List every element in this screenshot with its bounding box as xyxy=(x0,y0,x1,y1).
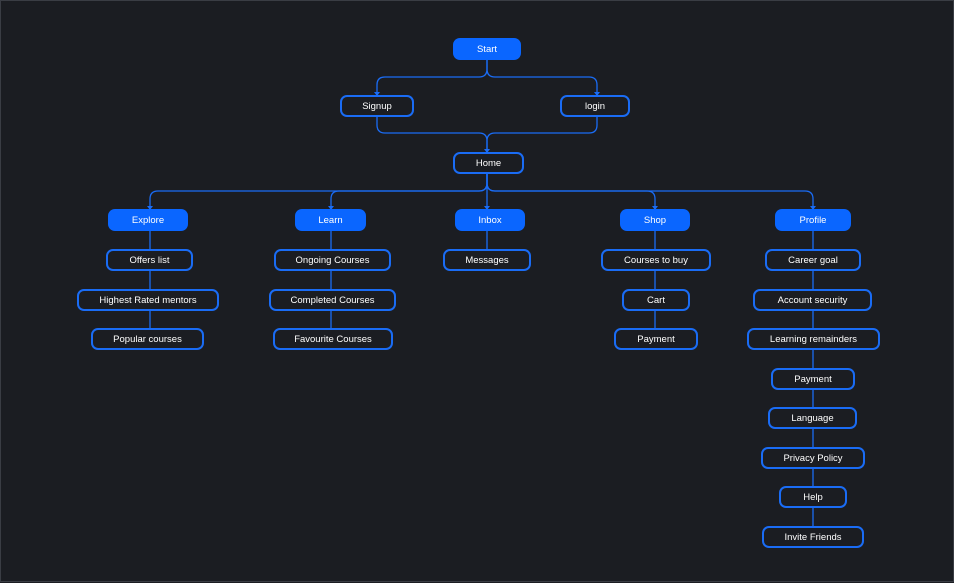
connector-home-learn xyxy=(330,174,488,209)
node-shop-payment[interactable]: Payment xyxy=(614,328,698,350)
node-privacy-policy[interactable]: Privacy Policy xyxy=(761,447,865,469)
node-learning-remainders[interactable]: Learning remainders xyxy=(747,328,880,350)
node-profile-payment[interactable]: Payment xyxy=(771,368,855,390)
node-learn[interactable]: Learn xyxy=(295,209,366,231)
node-offers-list[interactable]: Offers list xyxy=(106,249,193,271)
arrowhead-home xyxy=(484,149,490,153)
connector-login-home xyxy=(486,117,598,152)
node-start[interactable]: Start xyxy=(453,38,521,60)
node-language[interactable]: Language xyxy=(768,407,857,429)
arrowhead-explore xyxy=(147,206,153,210)
arrowhead-signup xyxy=(374,92,380,96)
arrowhead-login xyxy=(594,92,600,96)
node-inbox[interactable]: Inbox xyxy=(455,209,525,231)
node-signup[interactable]: Signup xyxy=(340,95,414,117)
node-courses-to-buy[interactable]: Courses to buy xyxy=(601,249,711,271)
node-highest-rated-mentors[interactable]: Highest Rated mentors xyxy=(77,289,219,311)
connector-signup-home xyxy=(376,117,488,152)
node-invite-friends[interactable]: Invite Friends xyxy=(762,526,864,548)
node-messages[interactable]: Messages xyxy=(443,249,531,271)
arrowhead-profile xyxy=(810,206,816,210)
arrowhead-learn xyxy=(328,206,334,210)
node-explore[interactable]: Explore xyxy=(108,209,188,231)
node-completed-courses[interactable]: Completed Courses xyxy=(269,289,396,311)
connector-home-profile xyxy=(486,174,814,209)
node-favourite-courses[interactable]: Favourite Courses xyxy=(273,328,393,350)
node-popular-courses[interactable]: Popular courses xyxy=(91,328,204,350)
connector-start-login xyxy=(486,59,598,95)
connector-start-signup xyxy=(376,59,488,95)
node-account-security[interactable]: Account security xyxy=(753,289,872,311)
node-career-goal[interactable]: Career goal xyxy=(765,249,861,271)
node-login[interactable]: login xyxy=(560,95,630,117)
node-cart[interactable]: Cart xyxy=(622,289,690,311)
node-home[interactable]: Home xyxy=(453,152,524,174)
arrowhead-inbox xyxy=(484,206,490,210)
node-help[interactable]: Help xyxy=(779,486,847,508)
node-ongoing-courses[interactable]: Ongoing Courses xyxy=(274,249,391,271)
node-profile[interactable]: Profile xyxy=(775,209,851,231)
arrowhead-shop xyxy=(652,206,658,210)
node-shop[interactable]: Shop xyxy=(620,209,690,231)
